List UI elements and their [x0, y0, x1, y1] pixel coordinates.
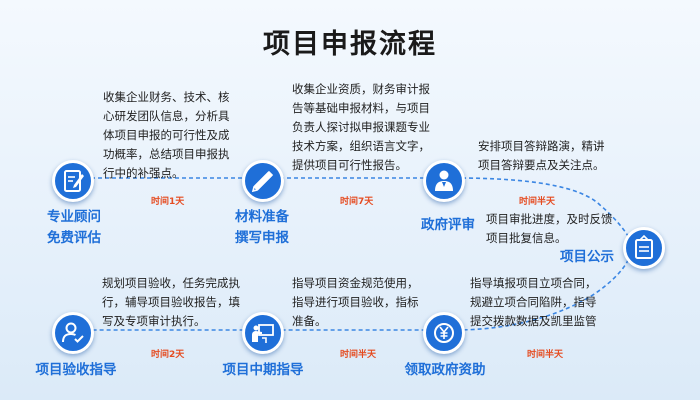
duration-step-3: 时间半天: [519, 197, 556, 207]
duration-step-5: 时间半天: [340, 350, 377, 360]
person-presenting-icon: [435, 170, 453, 191]
page-title: 项目申报流程: [263, 29, 437, 60]
duration-step-4: 时间半天: [527, 350, 564, 360]
step-description-consult: 收集企业财务、技术、核 心研发团队信息，分析具 体项目申报的可行性及成 功概率，…: [103, 90, 230, 180]
step-node-consult: [52, 160, 94, 202]
step-node-midterm: [242, 312, 284, 354]
step-node-publicity: [623, 227, 665, 269]
duration-step-6: 时间2天: [151, 350, 185, 360]
presentation-board-icon: [252, 324, 274, 343]
notice-board-icon: [635, 234, 653, 259]
step-description-midterm: 指导项目资金规范使用， 指导进行项目验收，指标 准备。: [292, 276, 419, 328]
step-description-materials: 收集企业资质，财务审计报 告等基础申报材料，与项目 负责人探讨拟申报课题专业 技…: [292, 82, 430, 172]
step-description-review: 安排项目答辩路演，精讲 项目答辩要点及关注点。: [478, 139, 605, 172]
ruler-pencil-icon: [251, 170, 274, 193]
step-label-publicity: 项目公示: [560, 249, 614, 265]
step-node-acceptance: [52, 312, 94, 354]
step-node-review: [423, 160, 465, 202]
step-description-funding: 指导填报项目立项合同， 规避立项合同陷阱，指导 提交拨款数据及凯里监管: [470, 276, 597, 328]
step-node-materials: [242, 160, 284, 202]
user-check-icon: [62, 322, 84, 343]
step-label-materials: 材料准备 撰写申报: [235, 209, 289, 246]
step-node-funding: [423, 312, 465, 354]
duration-step-2: 时间7天: [340, 197, 374, 207]
flow-connector: [70, 177, 633, 331]
step-label-funding: 领取政府资助: [404, 362, 486, 378]
step-label-acceptance: 项目验收指导: [35, 362, 117, 378]
duration-step-1: 时间1天: [151, 197, 185, 207]
yen-coin-icon: [434, 323, 454, 343]
step-label-midterm: 项目中期指导: [222, 362, 304, 378]
step-description-publicity: 项目审批进度，及时反馈 项目批复信息。: [486, 212, 613, 245]
step-label-consult: 专业顾问 免费评估: [47, 209, 101, 246]
step-label-review: 政府评审: [421, 217, 475, 233]
step-description-acceptance: 规划项目验收，任务完成执 行，辅导项目验收报告，填 写及专项审计执行。: [102, 276, 240, 328]
clipboard-edit-icon: [64, 170, 84, 192]
